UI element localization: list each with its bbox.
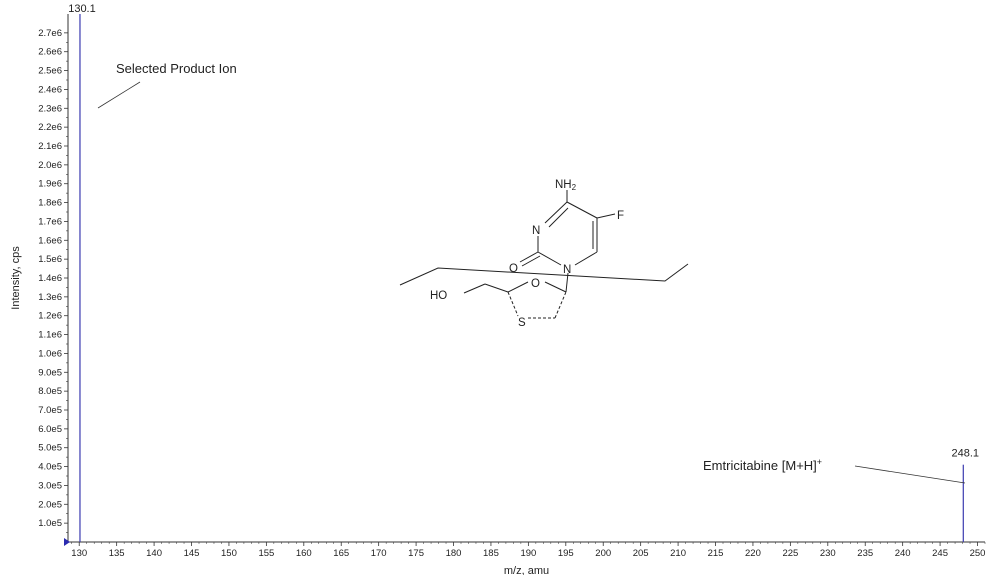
y-tick-label: 2.7e6 [38, 28, 62, 39]
annotation-emtricitabine-superscript: + [817, 457, 822, 467]
x-tick-label: 235 [857, 548, 873, 559]
x-tick-label: 230 [820, 548, 836, 559]
y-tick-label: 2.1e6 [38, 141, 62, 152]
atom-f: F [617, 210, 624, 222]
atom-carbonyl-o: O [509, 263, 518, 275]
structure-bond [574, 251, 598, 266]
structure-bond [566, 201, 598, 219]
annotations: Selected Product Ion Emtricitabine [M+H]… [97, 61, 966, 484]
atom-ring-o: O [531, 278, 540, 290]
x-tick-label: 140 [146, 548, 162, 559]
x-tick-label: 130 [71, 548, 87, 559]
x-tick-label: 180 [446, 548, 462, 559]
y-tick-label: 2.6e6 [38, 47, 62, 58]
x-tick-label: 245 [932, 548, 948, 559]
x-tick-label: 200 [595, 548, 611, 559]
x-axis-title: m/z, amu [504, 565, 549, 575]
y-tick-label: 1.8e6 [38, 198, 62, 209]
x-tick-label: 170 [371, 548, 387, 559]
structure-bond [554, 291, 567, 319]
y-tick-label: 2.0e5 [38, 499, 62, 510]
y-tick-label: 1.7e6 [38, 216, 62, 227]
peak-label: 130.1 [68, 3, 96, 15]
y-tick-label: 2.3e6 [38, 103, 62, 114]
y-tick-label: 2.5e6 [38, 66, 62, 77]
y-tick-label: 1.4e6 [38, 273, 62, 284]
structure-bond [596, 213, 616, 219]
structure-bond [565, 272, 569, 293]
atom-s: S [518, 317, 526, 329]
peaks: 130.1 248.1 [68, 3, 979, 542]
structure-bond [519, 251, 539, 263]
structure-bond [521, 255, 541, 267]
axis-origin-marker [64, 538, 70, 546]
x-tick-label: 160 [296, 548, 312, 559]
x-tick-label: 225 [782, 548, 798, 559]
x-tick-label: 145 [184, 548, 200, 559]
structure-atom-labels: NH2 F N N O O S HO [430, 179, 624, 329]
y-tick-label: 1.0e6 [38, 348, 62, 359]
structure-bond [544, 281, 567, 293]
structure-bond [544, 201, 568, 224]
atom-n1: N [563, 264, 571, 276]
annotation-emtricitabine: Emtricitabine [M+H]+ [703, 457, 822, 473]
y-tick-label: 8.0e5 [38, 386, 62, 397]
x-tick-label: 155 [258, 548, 274, 559]
y-tick-label: 1.5e6 [38, 254, 62, 265]
atom-ho: HO [430, 290, 447, 302]
x-tick-label: 165 [333, 548, 349, 559]
y-tick-label: 9.0e5 [38, 367, 62, 378]
axes: 1.0e5 2.0e5 3.0e5 4.0e5 5.0e5 6.0e5 7.0e5 8.0e5… [10, 14, 985, 575]
y-tick-label: 1.1e6 [38, 330, 62, 341]
x-tick-label: 215 [708, 548, 724, 559]
annotation-selected-product-ion: Selected Product Ion [116, 61, 237, 76]
x-tick-label: 210 [670, 548, 686, 559]
annotation-leader-line [97, 81, 141, 109]
y-tick-label: 2.4e6 [38, 84, 62, 95]
y-tick-label: 1.9e6 [38, 179, 62, 190]
peak-label: 248.1 [952, 448, 980, 460]
y-tick-label: 2.0e6 [38, 160, 62, 171]
atom-nh2: NH2 [555, 179, 577, 192]
x-tick-label: 135 [109, 548, 125, 559]
structure-bond [463, 283, 486, 294]
x-tick-label: 240 [895, 548, 911, 559]
annotation-leader-line [854, 465, 966, 484]
y-tick-label: 1.3e6 [38, 292, 62, 303]
y-axis-title: Intensity, cps [10, 246, 22, 310]
x-tick-label: 175 [408, 548, 424, 559]
x-tick-label: 190 [520, 548, 536, 559]
y-tick-label: 6.0e5 [38, 424, 62, 435]
x-tick-label: 220 [745, 548, 761, 559]
x-tick-label: 205 [633, 548, 649, 559]
structure-bond [484, 283, 509, 293]
y-tick-label: 7.0e5 [38, 405, 62, 416]
x-tick-label: 195 [558, 548, 574, 559]
structure-bond [507, 291, 519, 317]
annotation-emtricitabine-text: Emtricitabine [M+H] [703, 458, 817, 473]
y-tick-label: 1.6e6 [38, 235, 62, 246]
y-tick-label: 4.0e5 [38, 462, 62, 473]
structure-bond [537, 251, 562, 266]
y-tick-label: 1.0e5 [38, 518, 62, 529]
structure-bond [548, 207, 569, 228]
structure-bond [507, 281, 529, 293]
emtricitabine-structure [399, 190, 689, 319]
x-tick-label: 185 [483, 548, 499, 559]
x-tick-label: 150 [221, 548, 237, 559]
y-tick-label: 1.2e6 [38, 311, 62, 322]
atom-n3: N [532, 225, 540, 237]
x-tick-label: 250 [970, 548, 986, 559]
y-tick-label: 2.2e6 [38, 122, 62, 133]
structure-cross-line [399, 263, 689, 286]
y-tick-label: 3.0e5 [38, 480, 62, 491]
y-tick-label: 5.0e5 [38, 443, 62, 454]
